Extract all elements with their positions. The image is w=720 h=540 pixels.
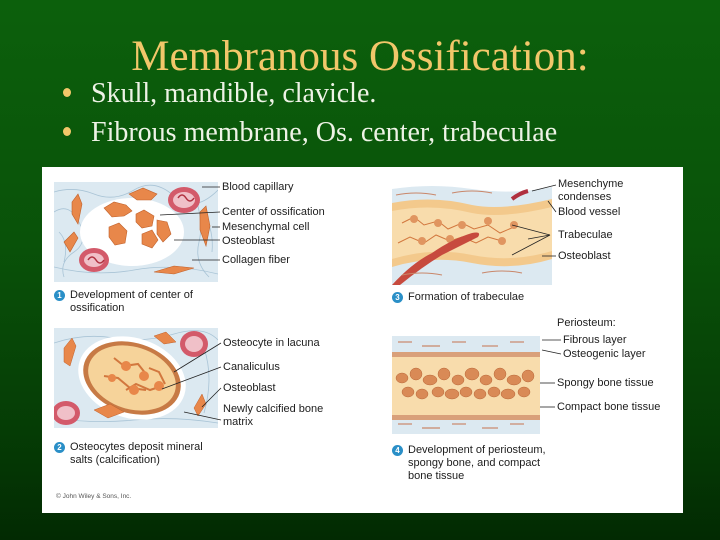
caption-step-1: 1 Development of center of ossification	[54, 289, 193, 315]
caption-step-3: 3 Formation of trabeculae	[392, 291, 524, 304]
bullet-item: Fibrous membrane, Os. center, trabeculae	[60, 117, 557, 149]
caption-text: Development of periosteum, spongy bone, …	[408, 444, 546, 482]
bullet-list: Skull, mandible, clavicle. Fibrous membr…	[60, 78, 557, 156]
label-blood-capillary: Blood capillary	[222, 181, 294, 193]
bullet-icon	[63, 87, 71, 97]
illustration-periosteum	[392, 336, 540, 434]
label-osteoblast: Osteoblast	[222, 235, 275, 247]
step-1-badge-icon: 1	[54, 290, 65, 301]
label-osteoblast-2: Osteoblast	[223, 382, 276, 394]
label-compact-bone-tissue: Compact bone tissue	[557, 401, 661, 413]
caption-text: Formation of trabeculae	[408, 291, 525, 303]
label-canaliculus: Canaliculus	[223, 361, 280, 373]
label-center-of-ossification: Center of ossification	[222, 206, 325, 218]
label-mesenchyme-condenses: Mesenchyme condenses	[558, 178, 624, 203]
copyright-notice: © John Wiley & Sons, Inc.	[56, 493, 132, 500]
caption-text: Development of center of ossification	[70, 289, 193, 314]
caption-text: Osteocytes deposit mineral salts (calcif…	[70, 441, 203, 466]
label-osteogenic-layer: Osteogenic layer	[563, 348, 646, 360]
step-4-badge-icon: 4	[392, 445, 403, 456]
bullet-text: Fibrous membrane, Os. center, trabeculae	[91, 117, 558, 148]
label-collagen-fiber: Collagen fiber	[222, 254, 290, 266]
label-spongy-bone-tissue: Spongy bone tissue	[557, 377, 654, 389]
label-newly-calcified-bone-matrix: Newly calcified bone matrix	[223, 403, 324, 428]
illustration-trabeculae	[392, 183, 552, 285]
label-blood-vessel: Blood vessel	[558, 206, 621, 218]
bullet-item: Skull, mandible, clavicle.	[60, 78, 557, 110]
step-3-badge-icon: 3	[392, 292, 403, 303]
bullet-text: Skull, mandible, clavicle.	[91, 78, 377, 109]
slide-title: Membranous Ossification:	[131, 33, 589, 80]
illustration-center-of-ossification	[54, 182, 218, 282]
label-trabeculae: Trabeculae	[558, 229, 613, 241]
caption-step-2: 2 Osteocytes deposit mineral salts (calc…	[54, 441, 203, 467]
label-mesenchymal-cell: Mesenchymal cell	[222, 221, 310, 233]
label-periosteum: Periosteum:	[557, 317, 616, 329]
ossification-figure: Blood capillary Center of ossification M…	[42, 167, 683, 513]
bullet-icon	[63, 126, 71, 136]
label-osteocyte-in-lacuna: Osteocyte in lacuna	[223, 337, 320, 349]
label-fibrous-layer: Fibrous layer	[563, 334, 627, 346]
label-osteoblast-3: Osteoblast	[558, 250, 611, 262]
step-2-badge-icon: 2	[54, 442, 65, 453]
illustration-calcification	[54, 328, 218, 428]
caption-step-4: 4 Development of periosteum, spongy bone…	[392, 444, 546, 483]
